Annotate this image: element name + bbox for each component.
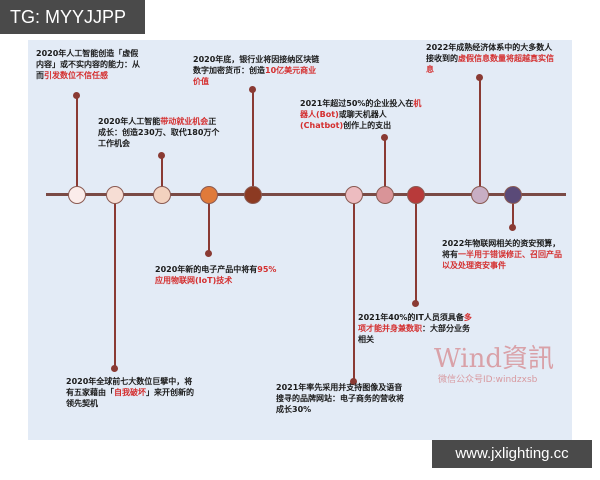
stem-e3	[161, 156, 163, 187]
node-e3	[153, 186, 171, 204]
stem-e5	[252, 90, 254, 187]
event-text-e5: 2022年成熟经济体系中的大多数人接收到的虚假信息数量将超越真实信息	[426, 43, 554, 74]
timeline-axis	[46, 193, 566, 196]
knob-e5	[249, 86, 256, 93]
event-text-e4: 2021年超过50%的企业投入在机器人(Bot)或聊天机器人(Chatbot)创…	[300, 99, 422, 130]
stem-e9	[479, 78, 481, 187]
event-text-e9: 2021年40%的IT人员须具备多项才能并身兼数职：大部分业务相关	[358, 313, 472, 344]
knob-e1	[73, 92, 80, 99]
knob-e7	[381, 134, 388, 141]
event-text-e8: 2021年率先采用并支持图像及语音搜寻的品牌网站：电子商务的营收将成长30%	[276, 383, 404, 414]
knob-e10	[509, 224, 516, 231]
node-e10	[504, 186, 522, 204]
watermark-label: TG: MYYJJPP	[0, 0, 145, 34]
node-e8	[407, 186, 425, 204]
node-e9	[471, 186, 489, 204]
stem-e4	[208, 202, 210, 252]
knob-e9	[476, 74, 483, 81]
stem-e6	[353, 202, 355, 380]
node-e5	[244, 186, 262, 204]
knob-e4	[205, 250, 212, 257]
stem-e1	[76, 96, 78, 187]
event-text-e10: 2022年物联网相关的资安预算，将有一半用于错误修正、召回产品以及处理资安事件	[442, 239, 562, 270]
knob-e2	[111, 365, 118, 372]
knob-e6	[350, 378, 357, 385]
event-text-e1: 2020年人工智能创造「虚假内容」或不实内容的能力：从而引发数位不信任感	[36, 49, 140, 80]
node-e6	[345, 186, 363, 204]
site-watermark: www.jxlighting.cc	[432, 440, 592, 468]
wind-brand-sub: 微信公众号ID:windzxsb	[438, 375, 538, 385]
stem-e8	[415, 202, 417, 302]
node-e1	[68, 186, 86, 204]
node-e4	[200, 186, 218, 204]
knob-e3	[158, 152, 165, 159]
event-text-e7: 2020年全球前七大数位巨擘中，将有五家藉由「自我破坏」来开创新的领先契机	[66, 377, 194, 408]
node-e2	[106, 186, 124, 204]
timeline-panel: 2020年人工智能创造「虚假内容」或不实内容的能力：从而引发数位不信任感 202…	[28, 40, 572, 440]
node-e7	[376, 186, 394, 204]
event-text-e6: 2020年新的电子产品中将有95%应用物联网(IoT)技术	[155, 265, 277, 285]
stem-e7	[384, 138, 386, 187]
wind-brand-logo: Wind資訊	[434, 344, 554, 374]
event-text-e2: 2020年人工智能带动就业机会正成长：创造230万、取代180万个工作机会	[98, 117, 220, 148]
stem-e10	[512, 202, 514, 226]
knob-e8	[412, 300, 419, 307]
stem-e2	[114, 202, 116, 367]
event-text-e3: 2020年底，银行业将因接纳区块链数字加密货币：创造10亿美元商业价值	[193, 55, 320, 86]
